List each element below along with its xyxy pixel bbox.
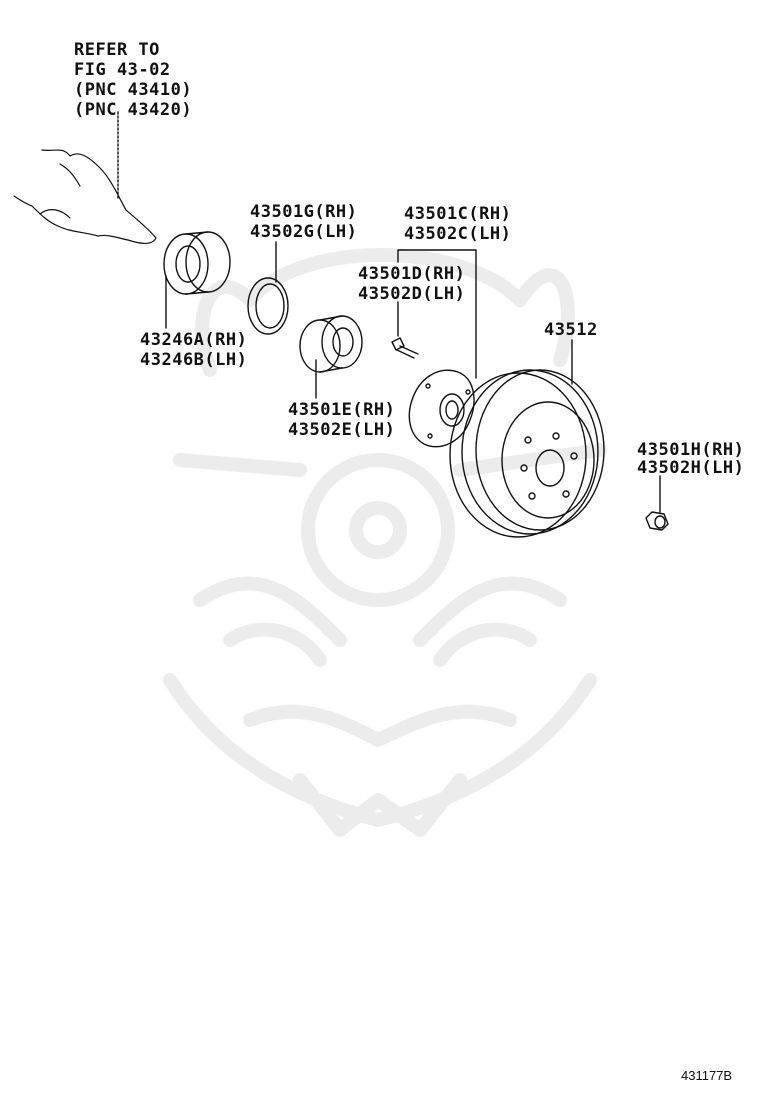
part-43501C-lh: 43502C(LH) bbox=[404, 224, 512, 244]
reference-line-4: (PNC 43420) bbox=[74, 100, 193, 120]
part-43246-lh: 43246B(LH) bbox=[140, 350, 248, 370]
axle-hub bbox=[408, 369, 475, 448]
part-43501E-rh: 43501E(RH) bbox=[288, 400, 396, 420]
reference-line-3: (PNC 43410) bbox=[74, 80, 193, 100]
part-43501G-rh: 43501G(RH) bbox=[250, 202, 358, 222]
part-43501D-lh: 43502D(LH) bbox=[358, 284, 466, 304]
dust-seal bbox=[163, 231, 231, 295]
hub-bearing bbox=[299, 315, 363, 373]
part-43501D-rh: 43501D(RH) bbox=[358, 264, 466, 284]
watermark-emblem bbox=[163, 248, 607, 837]
part-43501H-lh: 43502H(LH) bbox=[637, 458, 745, 478]
reference-line-2: FIG 43-02 bbox=[74, 60, 171, 80]
part-43501E-lh: 43502E(LH) bbox=[288, 420, 396, 440]
snap-ring bbox=[247, 277, 289, 335]
hub-bolt bbox=[391, 337, 419, 359]
figure-id: 431177B bbox=[681, 1068, 733, 1083]
part-43501H-rh: 43501H(RH) bbox=[637, 440, 745, 460]
leader-43501C bbox=[397, 249, 477, 379]
reference-line-1: REFER TO bbox=[74, 40, 160, 60]
hub-nut bbox=[645, 511, 669, 531]
part-43246-rh: 43246A(RH) bbox=[140, 330, 248, 350]
part-43501G-lh: 43502G(LH) bbox=[250, 222, 358, 242]
disc-rotor bbox=[449, 369, 605, 538]
knuckle-reference-outline bbox=[13, 149, 157, 245]
part-43512: 43512 bbox=[544, 320, 598, 340]
part-43501C-rh: 43501C(RH) bbox=[404, 204, 512, 224]
